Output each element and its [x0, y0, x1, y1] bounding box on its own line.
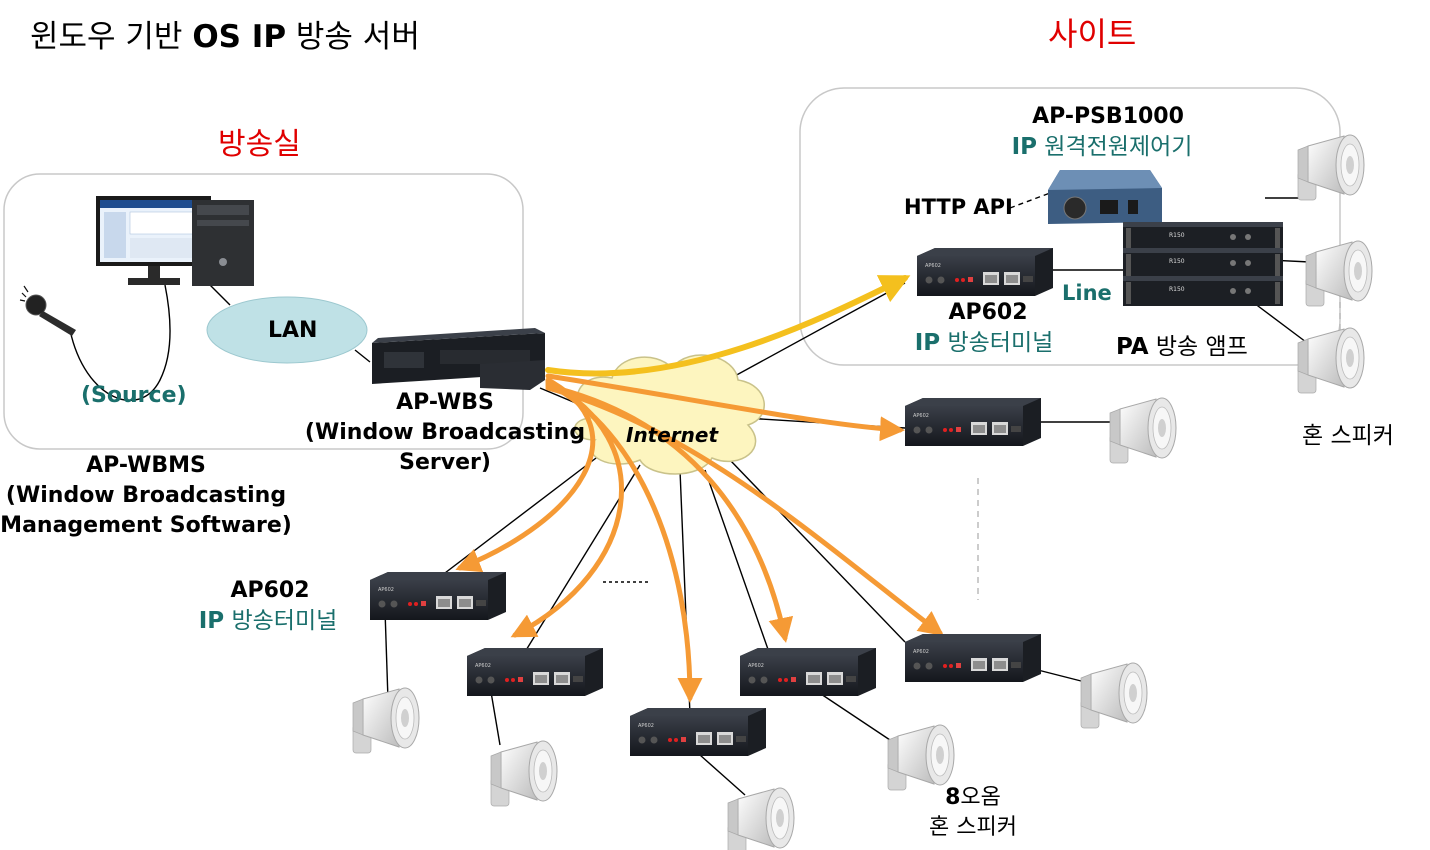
remote-ap602-prefix: IP	[198, 608, 225, 634]
microphone-icon	[19, 285, 76, 336]
wbs-desc-2: Server)	[399, 450, 491, 475]
title-prefix: 윈도우 기반	[30, 19, 193, 55]
title-suffix: 방송 서버	[286, 19, 420, 55]
site-region	[799, 87, 1341, 366]
page-title: 윈도우 기반 OS IP 방송 서버	[30, 22, 420, 53]
remote-horn-label: 혼 스피커	[929, 815, 1017, 840]
remote-ap602-name: AP602	[230, 578, 310, 603]
site-label: 사이트	[1048, 15, 1137, 53]
server-icon	[372, 328, 545, 390]
eight-bold: 8	[945, 785, 961, 810]
pa-bold: PA	[1116, 334, 1149, 360]
site-horn-label: 혼 스피커	[1302, 423, 1394, 449]
psb-desc-text: 원격전원제어기	[1036, 134, 1193, 160]
psb-desc: IP 원격전원제어기	[1012, 136, 1193, 159]
psb-name: AP-PSB1000	[1032, 104, 1184, 129]
eight-rest: 오옴	[960, 785, 1001, 810]
amplifier-icon	[1123, 222, 1283, 306]
line-label: Line	[1062, 281, 1112, 305]
psb-prefix: IP	[1011, 134, 1037, 160]
wbms-desc-2: Management Software)	[0, 513, 292, 538]
eight-ohm-label: 8오옴	[945, 787, 1001, 809]
site-ap602-name: AP602	[948, 300, 1028, 325]
http-api-label: HTTP API	[904, 195, 1013, 219]
pa-amp-label: PA 방송 앰프	[1116, 336, 1248, 359]
computer-icon	[96, 196, 254, 286]
studio-label: 방송실	[218, 127, 301, 162]
cloud-icon	[574, 354, 765, 475]
title-bold: OS IP	[192, 19, 287, 55]
wbms-desc-1: (Window Broadcasting	[5, 483, 287, 508]
lan-ellipse	[206, 296, 368, 364]
remote-ap602-desc-text: 방송터미널	[224, 608, 338, 634]
lan-label: LAN	[268, 318, 318, 343]
internet-label: Internet	[626, 423, 719, 447]
power-controller-icon	[1048, 170, 1162, 224]
remote-ap602-desc: IP 방송터미널	[199, 610, 338, 633]
pa-rest: 방송 앰프	[1148, 334, 1248, 360]
site-ap602-prefix: IP	[914, 330, 941, 356]
site-ap602-desc-text: 방송터미널	[940, 330, 1054, 356]
wbs-name: AP-WBS	[396, 390, 494, 415]
wbms-name: AP-WBMS	[86, 453, 206, 478]
wbs-desc-1: (Window Broadcasting	[304, 420, 586, 445]
site-ap602-desc: IP 방송터미널	[915, 332, 1054, 355]
studio-region	[3, 173, 524, 450]
broadcast-arrows	[455, 275, 944, 703]
source-label: (Source)	[81, 383, 187, 408]
